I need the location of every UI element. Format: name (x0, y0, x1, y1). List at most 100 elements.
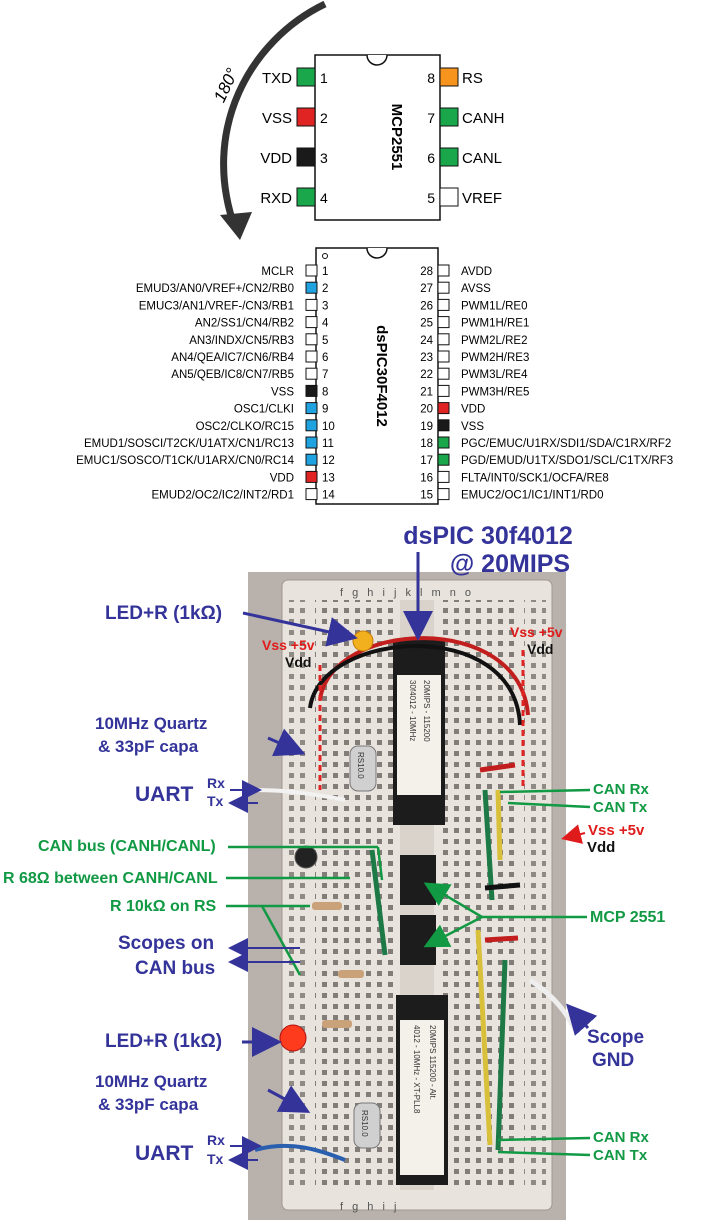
dspic-pin-box-left (305, 384, 318, 397)
dspic-pin-label-right: EMUC2/OC1/IC1/INT1/RD0 (461, 490, 604, 502)
dspic-pin-label-right: PGD/EMUD/U1TX/SDO1/SCL/C1TX/RF3 (461, 455, 673, 467)
dspic-pin-box-right (437, 333, 450, 346)
scope-gnd-label-2: GND (592, 1050, 634, 1071)
r68-label: R 68Ω between CANH/CANL (3, 870, 218, 887)
mcp-pin-name-right: CANL (462, 150, 502, 167)
dspic-pin-label-right: PWM3H/RE5 (461, 386, 529, 398)
dspic-right-pins: AVDD28AVSS27PWM1L/RE026PWM1H/RE125PWM2L/… (420, 264, 673, 502)
rotation-arrow (220, 0, 327, 230)
dspic-pin-number-right: 28 (420, 266, 433, 278)
quartz-top-mark: RS10.0 (356, 752, 365, 779)
dspic-pin-number-left: 11 (322, 438, 334, 450)
mcp-pin-box-left (296, 67, 316, 87)
dspic-pin-box-right (437, 316, 450, 329)
can-tx-bottom-line (497, 1150, 591, 1157)
dspic-pin-number-right: 23 (420, 352, 433, 364)
breadboard-left-holes (315, 600, 395, 1190)
mcp-pin-box-left (296, 107, 316, 127)
dspic-name: dsPIC30F4012 (373, 325, 390, 427)
dspic-pin-number-right: 16 (420, 472, 433, 484)
mcp2551-notch (366, 54, 388, 66)
tx-top-label: Tx (207, 793, 224, 809)
photo-callouts: dsPIC 30f4012 @ 20MIPS LED+R (1kΩ) Vss +… (3, 522, 665, 1170)
dspic-pin-box-right (437, 298, 450, 311)
chip-handwriting-bottom-2: 20MIPS 115200 - Alt. (428, 1025, 437, 1100)
dspic-pin-number-right: 25 (420, 318, 433, 330)
scopes-label-1: Scopes on (118, 933, 214, 954)
can-rx-top-label: CAN Rx (593, 781, 649, 798)
dspic-pin-box-left (305, 298, 318, 311)
dspic-pin-label-left: EMUC3/AN1/VREF-/CN3/RB1 (139, 300, 294, 312)
quartz-bottom-label-1: 10MHz Quartz (95, 1072, 207, 1091)
dspic-pin-box-left (305, 402, 318, 415)
tx-bottom-label: Tx (207, 1151, 224, 1167)
dspic-pin-label-left: AN4/QEA/IC7/CN6/RB4 (171, 352, 294, 364)
dspic-pin-label-left: VSS (271, 386, 294, 398)
dspic-pin-box-right (437, 419, 450, 432)
dspic-pin-label-left: EMUD2/OC2/IC2/INT2/RD1 (151, 490, 294, 502)
mcp-pin-number-right: 6 (427, 150, 435, 166)
mcp-pin-number-left: 4 (320, 190, 328, 206)
led-top-label: LED+R (1kΩ) (105, 603, 222, 624)
quartz-bottom-arrow (267, 1085, 311, 1113)
led-top-arrow (242, 611, 358, 647)
board-columns-top: f g h i j k l m n o (340, 587, 474, 599)
breadboard-photo: f g h i j k l m n o f g h i j 30f4012 - … (248, 572, 578, 1220)
scopes-label-2: CAN bus (135, 958, 215, 979)
wire-green-3 (495, 959, 508, 1151)
rotation-arrowhead (220, 212, 252, 240)
dspic-notch (366, 247, 388, 259)
dspic-pin-number-right: 18 (420, 438, 433, 450)
vss-right-label: Vss +5v (510, 624, 563, 640)
dspic-pin-label-right: PWM3L/RE4 (461, 369, 528, 381)
vss-mid-label: Vss +5v (588, 822, 645, 839)
chip-handwriting-top-2: 20MIPS - 115200 (422, 680, 431, 742)
mcp-pin-number-left: 1 (320, 70, 328, 86)
dspic-pin-number-left: 3 (322, 300, 328, 312)
mcp-pin-name-right: CANH (462, 110, 505, 127)
led-top (352, 630, 374, 652)
can-tx-top-line (507, 801, 591, 809)
dspic-pin-label-right: AVSS (461, 283, 491, 295)
quartz-top-label-1: 10MHz Quartz (95, 714, 207, 733)
mcp-pin-name-left: RXD (260, 190, 292, 207)
mcp-pin-box-left (296, 147, 316, 167)
chip-handwriting-top-1: 30f4012 - 10MHz (408, 680, 417, 741)
dspic-pin-number-right: 27 (420, 283, 433, 295)
vdd-right-label: Vdd (527, 641, 553, 657)
dspic-pin-number-left: 1 (322, 266, 328, 278)
mcp-chip-2 (400, 915, 436, 965)
wire-black-short (484, 882, 521, 891)
dspic-pin-box-right (437, 384, 450, 397)
dspic-pin-number-right: 22 (420, 369, 433, 381)
wire-green-2 (369, 849, 388, 956)
dspic-pin-label-left: AN3/INDX/CN5/RB3 (189, 335, 294, 347)
board-columns-bottom: f g h i j (340, 1201, 399, 1213)
mcp-pin-name-right: VREF (462, 190, 502, 207)
can-tx-top-label: CAN Tx (593, 799, 648, 816)
dspic-pin-number-right: 15 (420, 490, 433, 502)
photo-title-line2: @ 20MIPS (450, 550, 570, 578)
dspic-pin-box-left (305, 453, 318, 466)
dspic-pin-box-left (305, 333, 318, 346)
dspic-pin-label-right: PWM2L/RE2 (461, 335, 527, 347)
wire-red-short (479, 762, 516, 773)
uart-top-label: UART (135, 783, 193, 806)
dspic-pin-box-left (305, 419, 318, 432)
mcp-pin-number-left: 2 (320, 110, 328, 126)
dspic-pin-label-left: AN5/QEB/IC8/CN7/RB5 (171, 369, 294, 381)
mcp-pin-number-right: 5 (427, 190, 435, 206)
dspic-pin-number-left: 13 (322, 472, 335, 484)
dspic-pin-label-left: OSC2/CLKO/RC15 (196, 421, 294, 433)
mcp-pin-box-right (439, 107, 459, 127)
dspic-pin-label-right: VSS (461, 421, 484, 433)
dspic-pin-label-right: PWM1H/RE1 (461, 318, 529, 330)
dspic-pin-label-left: EMUC1/SOSCO/T1CK/U1ARX/CN0/RC14 (76, 455, 295, 467)
dspic-pin-box-right (437, 436, 450, 449)
led-bottom (279, 1024, 307, 1052)
dspic-pin-number-right: 21 (420, 386, 433, 398)
dspic-pin-number-left: 2 (322, 283, 328, 295)
